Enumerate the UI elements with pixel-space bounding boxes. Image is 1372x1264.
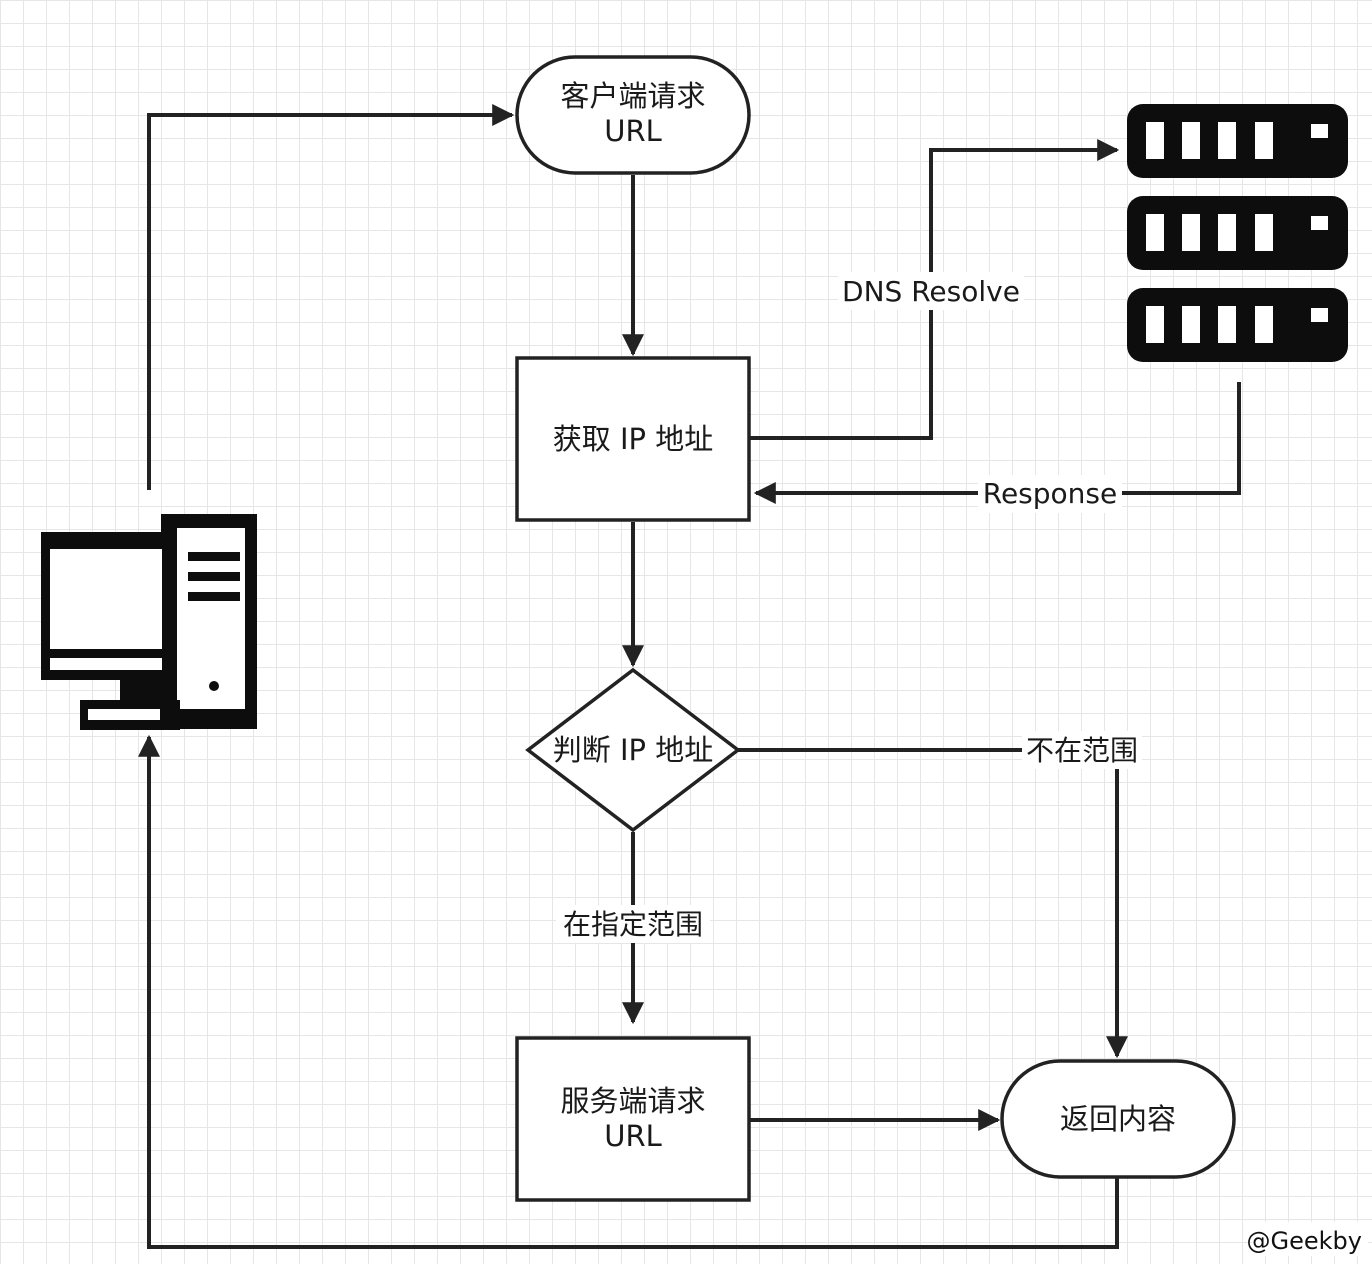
return-content-label: 返回内容 [1060,1102,1176,1136]
server-request-line1: 服务端请求 [560,1084,705,1118]
client-request-node: 客户端请求 URL [515,55,751,175]
edge-out-of-range [738,748,1128,1059]
server-unit [1127,288,1348,362]
get-ip-label: 获取 IP 地址 [553,422,713,456]
response-label: Response [983,477,1117,510]
client-request-line1: 客户端请求 [560,79,705,113]
edge-computer-to-client-request [147,104,515,490]
server-request-line2: URL [604,1119,662,1153]
server-unit [1127,196,1348,270]
desktop-computer-icon [41,514,257,730]
out-of-range-label: 不在范围 [1026,734,1138,767]
edge-return-content-to-computer [138,734,1119,1249]
watermark: @Geekby [1247,1227,1362,1255]
dns-resolve-label: DNS Resolve [842,275,1020,308]
judge-ip-node: 判断 IP 地址 [525,667,741,833]
judge-ip-label: 判断 IP 地址 [553,733,713,767]
server-rack-icon [1127,104,1348,362]
client-request-line2: URL [604,114,662,148]
server-request-node: 服务端请求 URL [515,1036,751,1202]
edge-response [753,382,1241,504]
server-unit [1127,104,1348,178]
get-ip-node: 获取 IP 地址 [515,356,751,522]
return-content-node: 返回内容 [1000,1059,1236,1179]
in-range-label: 在指定范围 [563,908,703,941]
